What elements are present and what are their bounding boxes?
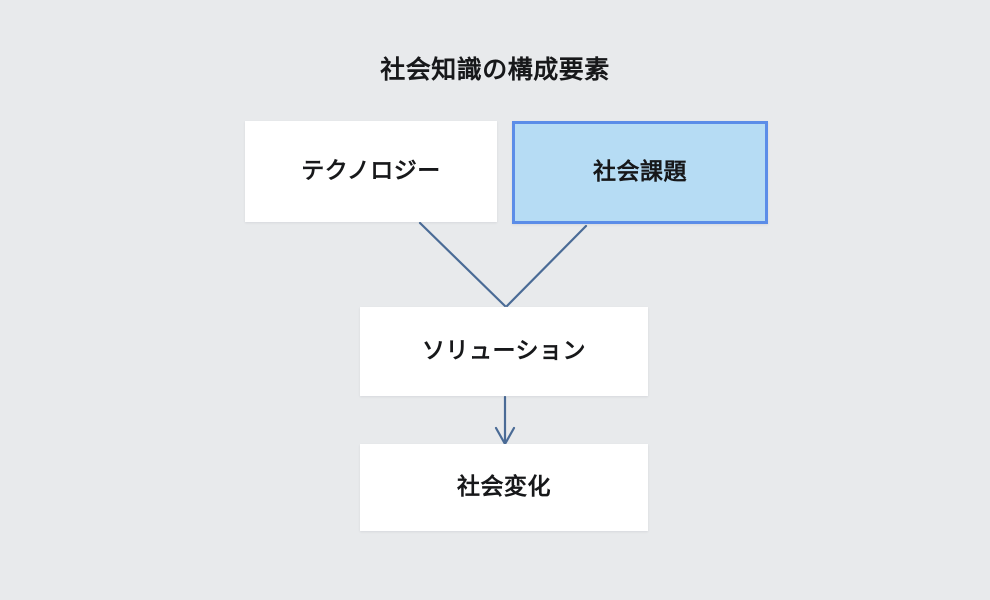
edge-technology-to-solution [418,221,507,308]
edge-social-issue-to-solution [505,224,588,308]
node-solution-label: ソリューション [421,337,587,364]
arrowhead-icon [494,426,516,446]
node-technology[interactable]: テクノロジー [245,121,497,222]
node-social-change-label: 社会変化 [457,473,551,500]
edge-solution-to-social-change [494,395,516,446]
node-technology-label: テクノロジー [301,157,441,184]
page-title: 社会知識の構成要素 [380,55,610,84]
node-social-issue-label: 社会課題 [593,158,687,185]
node-social-change[interactable]: 社会変化 [360,444,648,531]
node-social-issue[interactable]: 社会課題 [512,121,768,224]
node-solution[interactable]: ソリューション [360,307,648,396]
